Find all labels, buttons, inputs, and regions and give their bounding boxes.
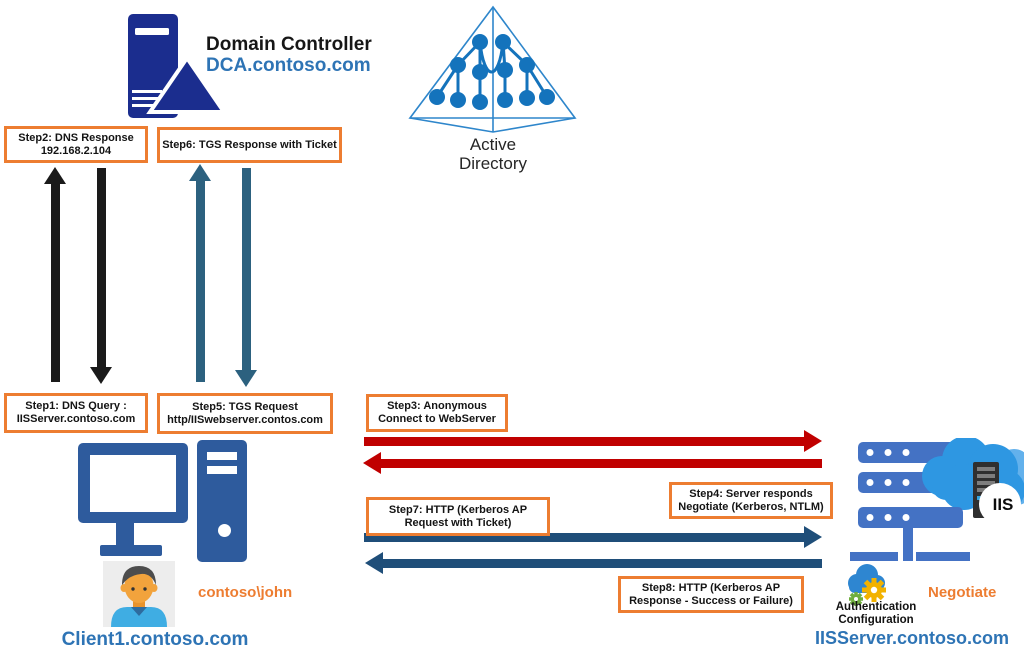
client-fqdn: Client1.contoso.com [61,629,249,650]
active-directory-icon [408,5,577,133]
client-monitor-screen [90,455,176,512]
dns-arrow-up [44,167,66,382]
step2-box: Step2: DNS Response 192.168.2.104 [4,126,148,163]
anonymous-connect-arrow [364,430,822,452]
domain-controller-icon [128,14,228,118]
step8-box: Step8: HTTP (Kerberos AP Response - Succ… [618,576,804,613]
domain-controller-fqdn: DCA.contoso.com [206,55,371,76]
iis-server-icon [850,438,1024,561]
negotiate-label: Negotiate [928,584,997,601]
step6-box: Step6: TGS Response with Ticket [157,127,342,163]
tgs-arrow-up [189,164,211,382]
kerberos-request-arrow [364,526,822,548]
step4-box: Step4: Server responds Negotiate (Kerber… [669,482,833,519]
auth-config-label: Authentication Configuration [835,601,917,626]
iis-server-fqdn: IISServer.contoso.com [814,628,1010,648]
step7-box: Step7: HTTP (Kerberos AP Request with Ti… [366,497,550,536]
client-tower [197,440,247,562]
active-directory-label: Active Directory [458,135,527,173]
user-avatar [103,561,175,627]
dns-arrow-down [90,168,112,384]
tgs-arrow-down [235,168,257,387]
step5-box: Step5: TGS Request http/IISwebserver.con… [157,393,333,434]
kerberos-response-arrow [365,552,822,574]
auth-config-icon [848,564,886,606]
iis-badge: IIS [992,495,1014,514]
step3-box: Step3: Anonymous Connect to WebServer [366,394,508,432]
step1-box: Step1: DNS Query : IISServer.contoso.com [4,393,148,433]
domain-controller-title: Domain Controller [206,34,372,55]
negotiate-response-arrow [363,452,822,474]
client-username: contoso\john [198,584,293,601]
